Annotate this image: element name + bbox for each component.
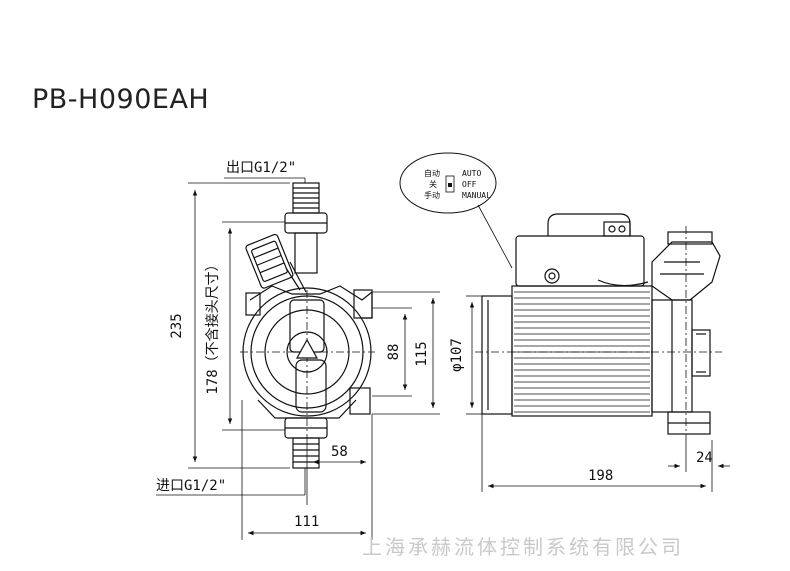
switch-off-zh: 关 <box>429 179 437 189</box>
switch-auto-zh: 自动 <box>424 168 440 178</box>
dim-24: 24 <box>696 450 713 466</box>
dim-88: 88 <box>386 344 402 361</box>
motor-end-cap <box>481 295 513 415</box>
inlet-nipple <box>292 437 320 469</box>
terminal-box <box>515 235 645 287</box>
switch-auto: AUTO <box>462 169 481 178</box>
switch-manual-zh: 手动 <box>424 190 440 200</box>
company-watermark: 上海承赫流体控制系统有限公司 <box>362 535 684 559</box>
switch-manual: MANUAL <box>462 191 491 200</box>
dim-111: 111 <box>294 514 319 530</box>
side-view <box>475 213 722 440</box>
inlet-label: 进口G1/2" <box>156 478 226 494</box>
front-view <box>240 182 375 469</box>
flow-switch <box>245 233 294 289</box>
flow-switch-side <box>651 241 721 301</box>
front-dimensions <box>156 177 440 540</box>
model-title: PB-H090EAH <box>32 84 210 115</box>
dim-115: 115 <box>414 341 430 366</box>
switch-callout: 自动 关 手动 AUTO OFF MANUAL <box>399 152 513 269</box>
motor-body <box>511 285 653 417</box>
switch-icon <box>445 175 455 193</box>
dim-178: 178（不含接头尺寸） <box>204 257 221 394</box>
dim-198: 198 <box>588 468 613 484</box>
dim-235: 235 <box>169 313 185 338</box>
switch-off: OFF <box>462 180 477 189</box>
outlet-label: 出口G1/2" <box>226 160 296 176</box>
dim-phi107: φ107 <box>449 338 465 372</box>
side-dimensions <box>466 295 730 492</box>
dim-58: 58 <box>331 444 348 460</box>
